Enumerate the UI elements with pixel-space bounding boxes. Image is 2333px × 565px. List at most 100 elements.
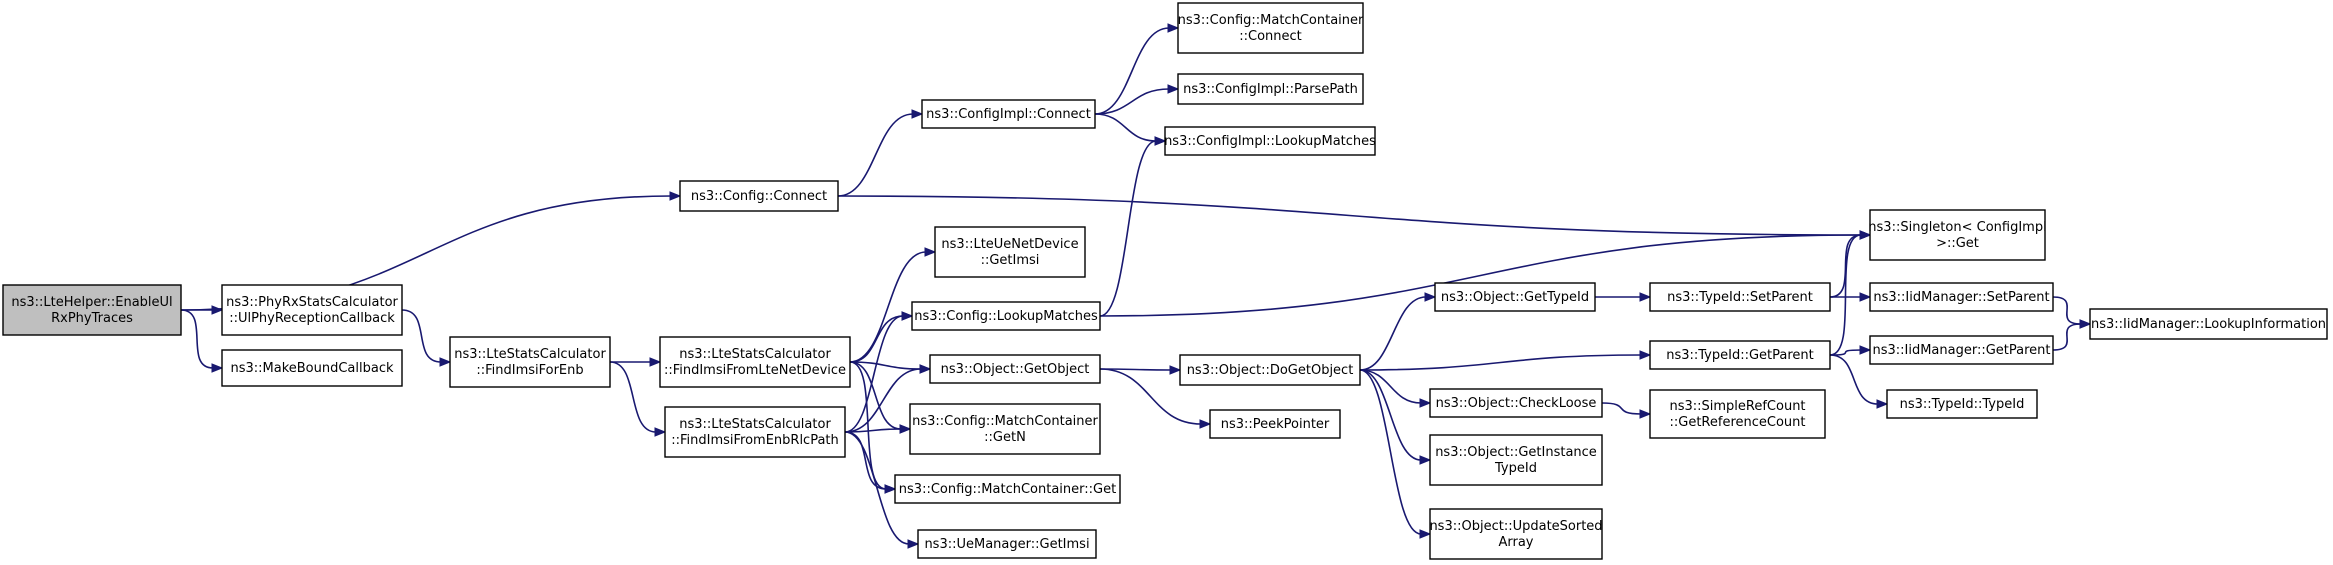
edge-findenb-to-findrlc xyxy=(609,361,667,437)
node-label: ns3::LteStatsCalculator xyxy=(454,347,606,362)
node-parsepath[interactable]: ns3::ConfigImpl::ParsePath xyxy=(1177,73,1364,105)
edge-root-to-mkbound xyxy=(180,309,224,373)
node-label: RxPhyTraces xyxy=(51,311,133,326)
edge-arrowhead xyxy=(649,357,662,367)
edge-line xyxy=(2052,296,2082,325)
edge-line xyxy=(1099,368,1202,425)
edge-line xyxy=(849,361,902,430)
node-label: >::Get xyxy=(1936,236,1979,251)
node-label: ns3::SimpleRefCount xyxy=(1669,399,1805,414)
node-tgetparent[interactable]: ns3::TypeId::GetParent xyxy=(1649,340,1831,370)
node-refcount[interactable]: ns3::SimpleRefCount::GetReferenceCount xyxy=(1649,389,1826,439)
node-implmatches[interactable]: ns3::ConfigImpl::LookupMatches xyxy=(1164,126,1376,156)
node-mkbound[interactable]: ns3::MakeBoundCallback xyxy=(221,349,403,387)
node-iidset[interactable]: ns3::IidManager::SetParent xyxy=(1869,282,2054,312)
node-uegetimsi[interactable]: ns3::LteUeNetDevice::GetImsi xyxy=(934,226,1086,278)
edge-dogetobject-to-getinst xyxy=(1359,369,1432,465)
node-label: ::GetN xyxy=(984,430,1026,445)
node-label: ::Connect xyxy=(1239,29,1302,44)
node-label: ns3::ConfigImpl::LookupMatches xyxy=(1164,134,1376,149)
node-cfgmatches[interactable]: ns3::Config::LookupMatches xyxy=(911,301,1101,331)
node-label: ns3::TypeId::TypeId xyxy=(1900,397,2025,412)
node-lookupinfo[interactable]: ns3::IidManager::LookupInformation xyxy=(2089,308,2328,340)
edge-line xyxy=(844,368,922,433)
edge-line xyxy=(837,113,914,197)
edge-line xyxy=(844,431,910,545)
node-label: ns3::Config::LookupMatches xyxy=(914,309,1098,324)
edge-dogetobject-to-updsorted xyxy=(1359,369,1432,539)
edge-dogetobject-to-gettypeid xyxy=(1359,292,1437,371)
node-iidget[interactable]: ns3::IidManager::GetParent xyxy=(1869,335,2054,365)
edge-arrowhead xyxy=(1639,292,1652,302)
node-peek[interactable]: ns3::PeekPointer xyxy=(1209,409,1341,439)
edge-findrlc-to-uemgr xyxy=(844,431,920,549)
node-cfgconnect[interactable]: ns3::Config::Connect xyxy=(679,180,839,212)
node-box xyxy=(1649,340,1831,370)
node-label: ns3::IidManager::SetParent xyxy=(1873,290,2049,305)
edge-checkloose-to-refcount xyxy=(1601,402,1652,419)
node-uemgr[interactable]: ns3::UeManager::GetImsi xyxy=(917,529,1097,559)
edge-gettypeid-to-tsetparent xyxy=(1595,292,1652,302)
edge-arrowhead xyxy=(211,305,224,315)
node-label: ns3::Object::CheckLoose xyxy=(1436,396,1597,411)
edge-arrowhead xyxy=(1167,84,1180,94)
node-tsetparent[interactable]: ns3::TypeId::SetParent xyxy=(1649,282,1831,312)
edge-findrlc-to-mcget xyxy=(844,431,897,494)
edge-line xyxy=(849,315,904,363)
node-box xyxy=(1164,126,1376,156)
node-singleton[interactable]: ns3::Singleton< ConfigImpl >::Get xyxy=(1868,209,2047,261)
node-label: ns3::Config::Connect xyxy=(691,189,827,204)
node-label: ns3::Singleton< ConfigImpl xyxy=(1868,220,2046,235)
node-label: ns3::Object::DoGetObject xyxy=(1187,363,1354,378)
edge-line xyxy=(1829,234,1862,356)
node-checkloose[interactable]: ns3::Object::CheckLoose xyxy=(1429,388,1603,418)
edge-tgetparent-to-singleton xyxy=(1829,230,1872,356)
node-mcget[interactable]: ns3::Config::MatchContainer::Get xyxy=(894,474,1121,504)
edge-root-to-phyrx xyxy=(181,305,224,315)
node-box xyxy=(894,474,1121,504)
node-label: ns3::MakeBoundCallback xyxy=(230,361,394,376)
edge-arrowhead xyxy=(1639,409,1652,419)
edge-dogetobject-to-tgetparent xyxy=(1359,350,1652,371)
node-gettypeid[interactable]: ns3::Object::GetTypeId xyxy=(1434,282,1596,312)
edge-line xyxy=(849,361,887,490)
node-implconnect[interactable]: ns3::ConfigImpl::Connect xyxy=(921,99,1096,129)
edge-tsetparent-to-iidset xyxy=(1830,292,1872,302)
node-phyrx[interactable]: ns3::PhyRxStatsCalculator::UlPhyReceptio… xyxy=(221,284,403,336)
node-mcconnect[interactable]: ns3::Config::MatchContainer::Connect xyxy=(1177,2,1364,54)
node-label: ::GetReferenceCount xyxy=(1670,415,1806,430)
node-findrlc[interactable]: ns3::LteStatsCalculator::FindImsiFromEnb… xyxy=(664,406,846,458)
node-findenb[interactable]: ns3::LteStatsCalculator::FindImsiForEnb xyxy=(449,336,611,388)
node-box xyxy=(921,99,1096,129)
node-findlte[interactable]: ns3::LteStatsCalculator::FindImsiFromLte… xyxy=(659,336,851,388)
node-typeid[interactable]: ns3::TypeId::TypeId xyxy=(1886,389,2038,419)
edge-phyrx-to-findenb xyxy=(401,309,452,367)
edge-line xyxy=(1829,349,1862,356)
edge-line xyxy=(1601,402,1642,415)
edge-arrowhead xyxy=(439,357,452,367)
node-getn[interactable]: ns3::Config::MatchContainer::GetN xyxy=(909,403,1101,455)
node-box xyxy=(659,336,851,388)
edge-cfgmatches-to-implmatches xyxy=(1099,136,1167,317)
node-label: ns3::IidManager::GetParent xyxy=(1872,343,2050,358)
edge-arrowhead xyxy=(1419,398,1432,408)
edge-arrowhead xyxy=(884,484,897,494)
node-box xyxy=(1209,409,1341,439)
edge-line xyxy=(1359,354,1642,371)
node-getobject[interactable]: ns3::Object::GetObject xyxy=(929,354,1101,384)
edge-arrowhead xyxy=(1639,350,1652,360)
node-label: ns3::LteHelper::EnableUl xyxy=(11,295,172,310)
edge-findenb-to-findlte xyxy=(609,357,662,367)
edge-implconnect-to-mcconnect xyxy=(1094,23,1180,115)
edge-line xyxy=(2052,323,2082,351)
node-dogetobject[interactable]: ns3::Object::DoGetObject xyxy=(1179,354,1361,386)
edge-line xyxy=(180,309,214,369)
edge-line xyxy=(609,361,657,433)
edge-arrowhead xyxy=(911,109,924,119)
edge-line xyxy=(844,315,904,433)
